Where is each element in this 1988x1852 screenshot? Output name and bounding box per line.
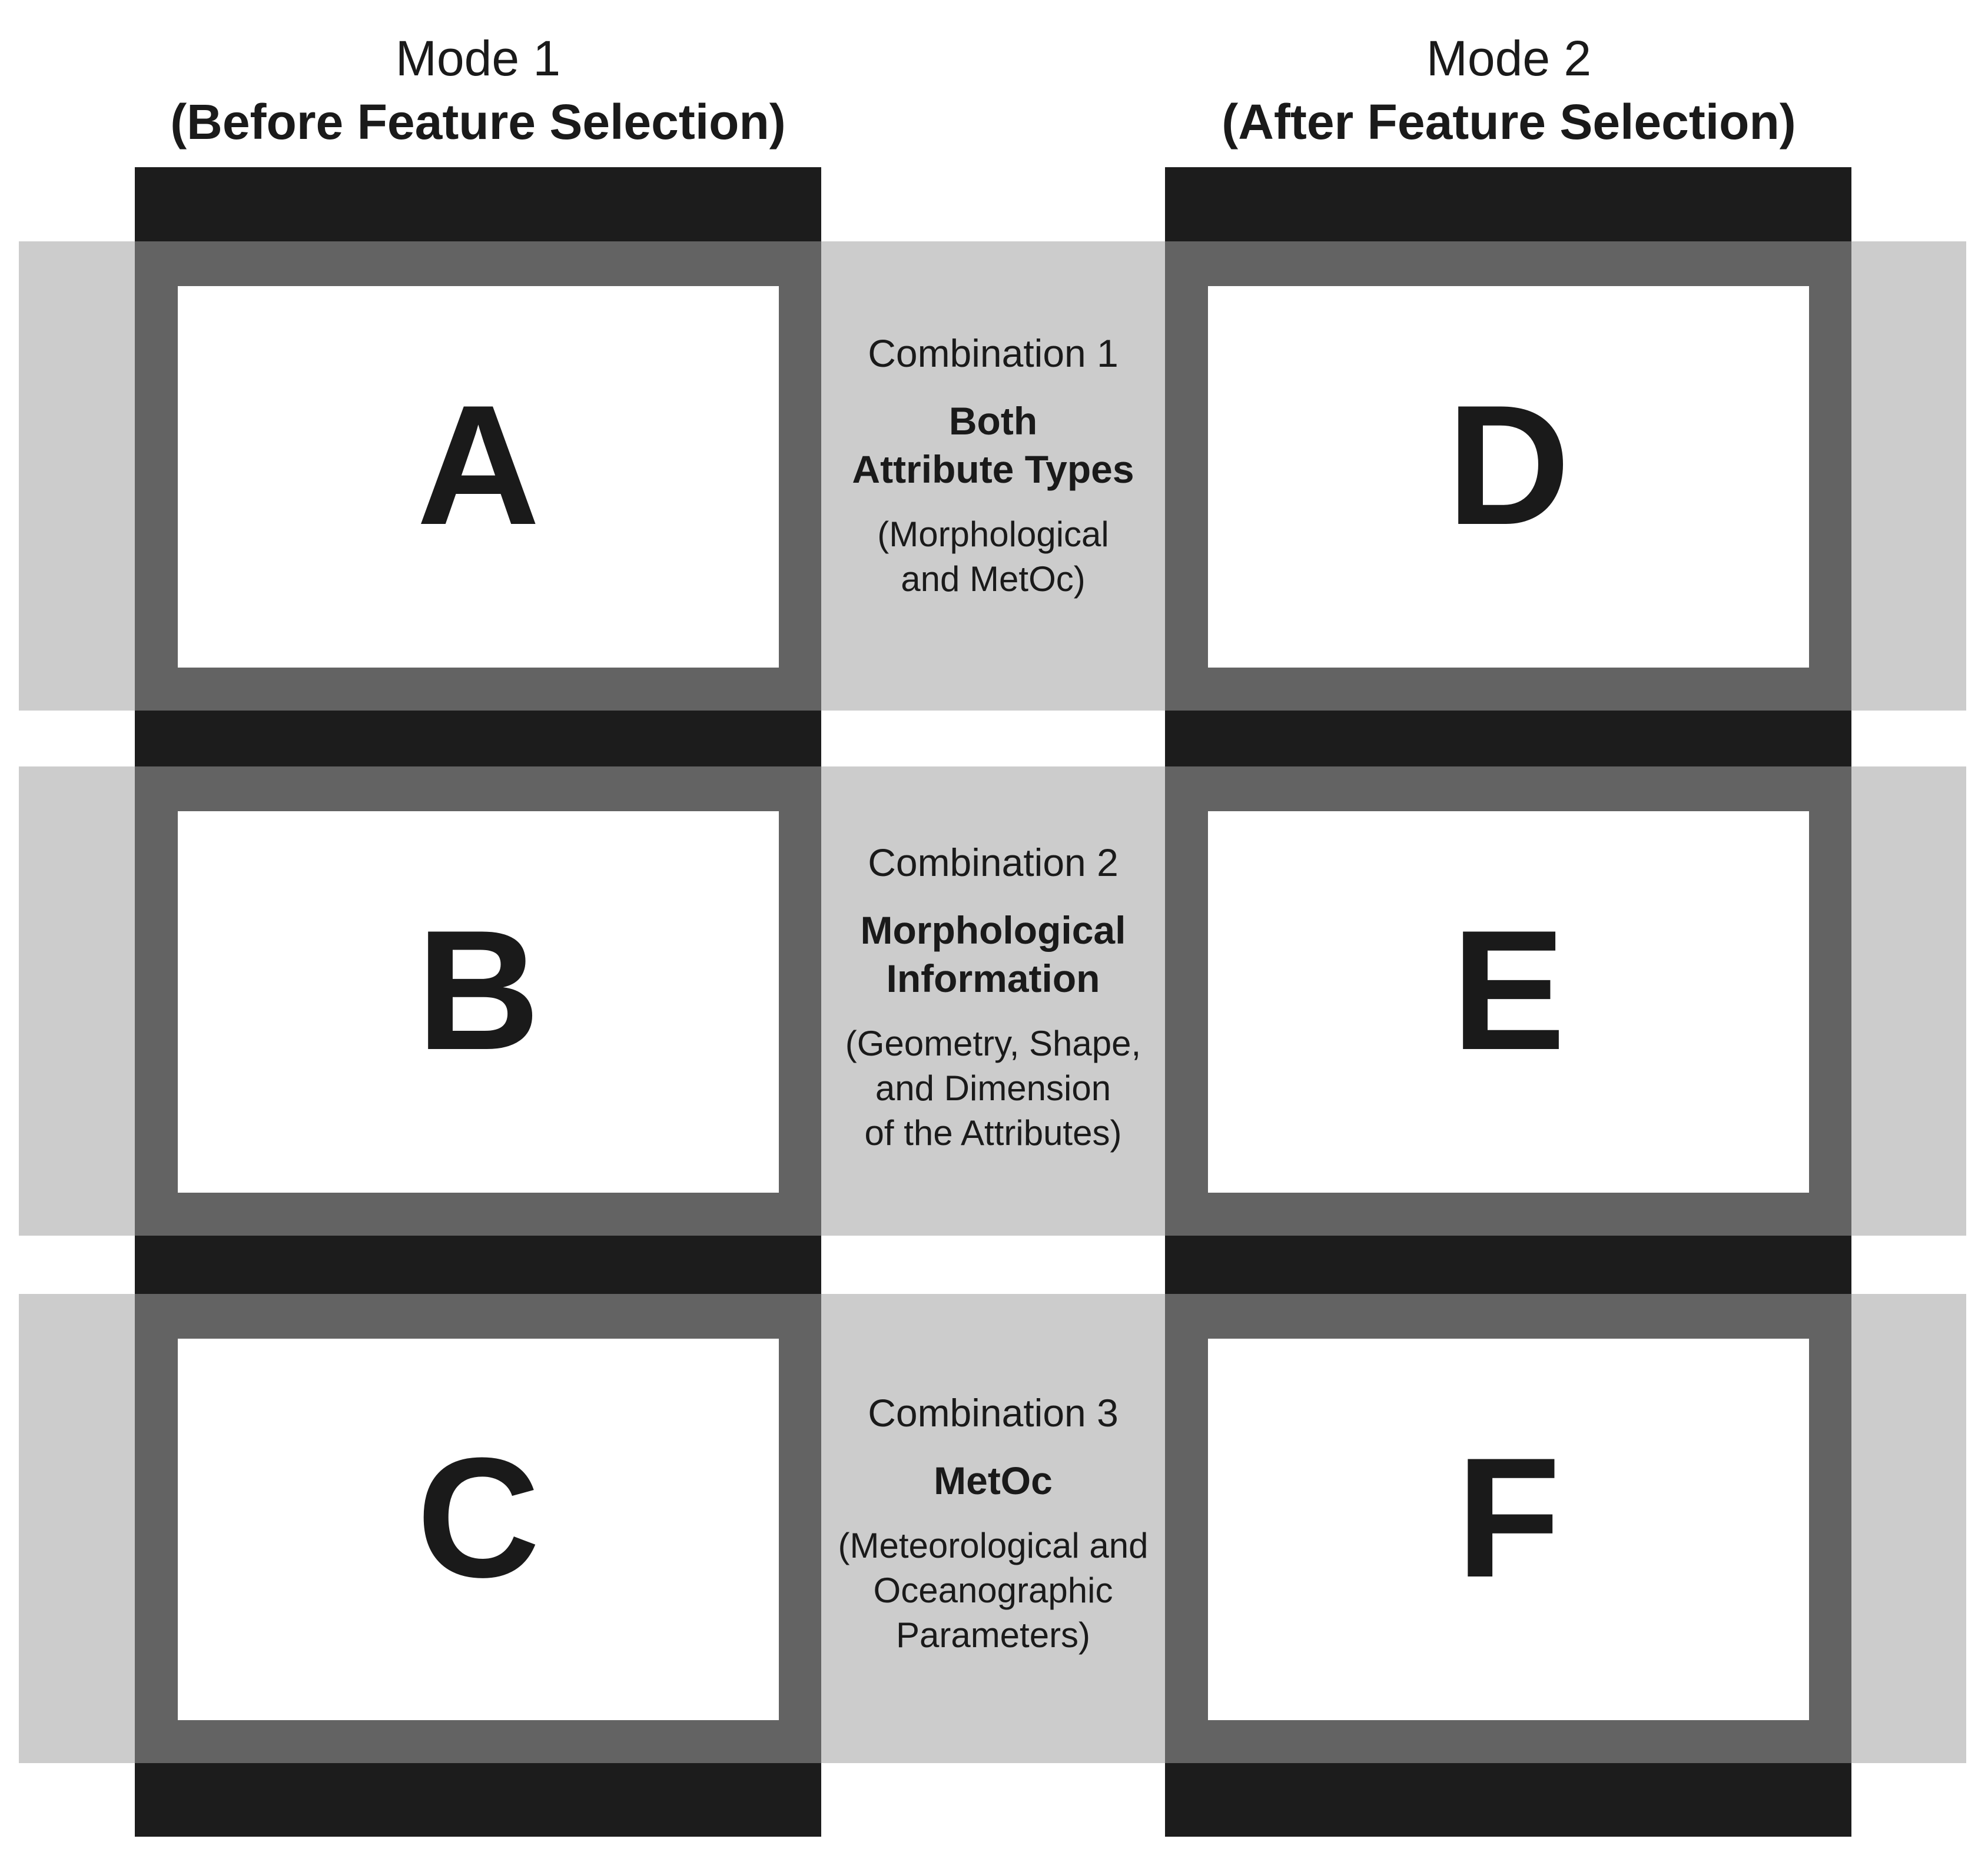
panel-a: A — [178, 286, 779, 668]
combination-3-desc-line: Parameters) — [895, 1615, 1091, 1655]
combination-1-description: (Morphological and MetOc) — [821, 512, 1165, 602]
combination-2-description: (Geometry, Shape, and Dimension of the A… — [821, 1021, 1165, 1156]
panel-a-letter: A — [416, 370, 540, 560]
combination-3-desc-line: Oceanographic — [873, 1571, 1113, 1610]
combination-1-name: Both Attribute Types — [821, 397, 1165, 493]
mode-1-title: Mode 1 — [395, 31, 561, 86]
combination-3-name-line: MetOc — [934, 1459, 1053, 1502]
combination-3-label: Combination 3 MetOc (Meteorological and … — [821, 1389, 1165, 1658]
combination-3-description: (Meteorological and Oceanographic Parame… — [821, 1524, 1165, 1658]
combination-3-title: Combination 3 — [868, 1391, 1119, 1435]
combination-1-desc-line: and MetOc) — [901, 559, 1086, 599]
panel-f-letter: F — [1456, 1422, 1561, 1613]
panel-f: F — [1208, 1339, 1809, 1720]
combination-2-desc-line: (Geometry, Shape, — [845, 1024, 1141, 1063]
combination-3-name: MetOc — [821, 1456, 1165, 1505]
cell-frame-f: F — [1165, 1294, 1851, 1763]
combination-2-label: Combination 2 Morphological Information … — [821, 839, 1165, 1156]
combination-3-desc-line: (Meteorological and — [838, 1526, 1149, 1565]
combination-1-name-line: Attribute Types — [852, 447, 1134, 491]
panel-e: E — [1208, 811, 1809, 1193]
panel-d-letter: D — [1446, 370, 1571, 560]
combination-1-label: Combination 1 Both Attribute Types (Morp… — [821, 330, 1165, 602]
panel-c: C — [178, 1339, 779, 1720]
cell-frame-d: D — [1165, 241, 1851, 711]
combination-2-desc-line: of the Attributes) — [864, 1113, 1122, 1153]
combination-2-name: Morphological Information — [821, 906, 1165, 1003]
combination-2-name-line: Information — [886, 957, 1100, 1000]
combination-1-title: Combination 1 — [868, 331, 1119, 375]
combination-2-name-line: Morphological — [860, 908, 1126, 952]
mode-1-subtitle: (Before Feature Selection) — [170, 94, 786, 150]
combination-1-name-line: Both — [948, 399, 1038, 443]
mode-2-title: Mode 2 — [1426, 31, 1592, 86]
cell-frame-e: E — [1165, 766, 1851, 1236]
cell-frame-a: A — [135, 241, 821, 711]
panel-b-letter: B — [416, 895, 540, 1086]
mode-1-header: Mode 1 (Before Feature Selection) — [125, 26, 831, 154]
panel-b: B — [178, 811, 779, 1193]
panel-c-letter: C — [416, 1422, 540, 1613]
cell-frame-b: B — [135, 766, 821, 1236]
combination-2-desc-line: and Dimension — [875, 1068, 1111, 1108]
mode-2-header: Mode 2 (After Feature Selection) — [1156, 26, 1862, 154]
cell-frame-c: C — [135, 1294, 821, 1763]
panel-e-letter: E — [1451, 895, 1566, 1086]
combination-1-desc-line: (Morphological — [877, 515, 1109, 554]
combination-2-title: Combination 2 — [868, 841, 1119, 884]
panel-d: D — [1208, 286, 1809, 668]
mode-2-subtitle: (After Feature Selection) — [1222, 94, 1796, 150]
